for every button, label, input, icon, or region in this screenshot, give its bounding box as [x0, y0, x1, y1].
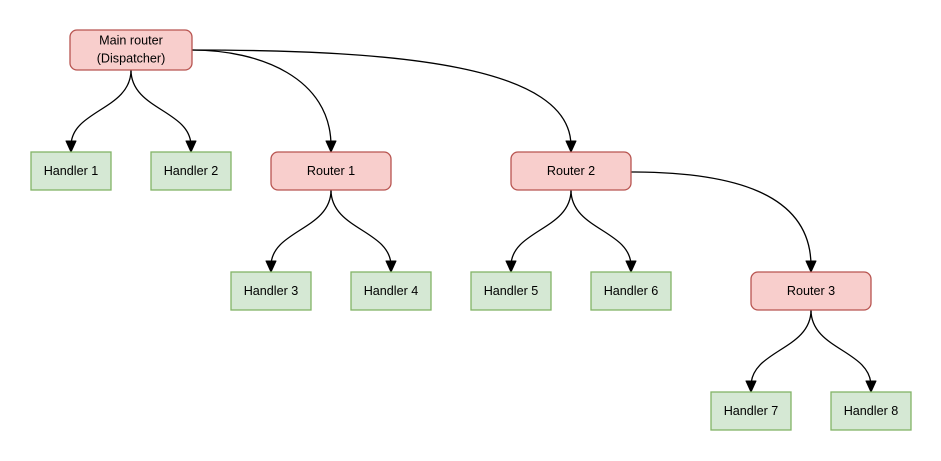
node-handler-5[interactable]: Handler 5 — [470, 271, 552, 311]
edge-router-2-to-handler-6 — [570, 189, 637, 273]
edge-router-1-to-handler-3 — [265, 189, 332, 273]
node-router-2[interactable]: Router 2 — [510, 151, 632, 191]
edge-line — [270, 189, 332, 267]
arrow-head-icon — [745, 380, 757, 393]
edge-main-to-handler-2 — [130, 69, 197, 153]
node-handler-3[interactable]: Handler 3 — [230, 271, 312, 311]
edge-line — [630, 171, 812, 267]
arrow-head-icon — [265, 260, 277, 273]
node-shape-handler[interactable] — [350, 271, 432, 311]
edge-router-3-to-handler-7 — [745, 309, 812, 393]
arrow-head-icon — [865, 380, 877, 393]
node-router-3[interactable]: Router 3 — [750, 271, 872, 311]
edge-main-to-router-2 — [191, 49, 577, 153]
node-handler-7[interactable]: Handler 7 — [710, 391, 792, 431]
edge-line — [510, 189, 572, 267]
edge-line — [191, 49, 332, 147]
arrow-head-icon — [505, 260, 517, 273]
edge-router-1-to-handler-4 — [330, 189, 397, 273]
edge-main-to-handler-1 — [65, 69, 132, 153]
node-router-1[interactable]: Router 1 — [270, 151, 392, 191]
node-shape-handler[interactable] — [150, 151, 232, 191]
node-handler-4[interactable]: Handler 4 — [350, 271, 432, 311]
node-shape-router[interactable] — [69, 29, 193, 71]
node-shape-handler[interactable] — [830, 391, 912, 431]
node-main-router[interactable]: Main router(Dispatcher) — [69, 29, 193, 71]
node-handler-1[interactable]: Handler 1 — [30, 151, 112, 191]
arrow-head-icon — [325, 140, 337, 153]
arrow-head-icon — [185, 140, 197, 153]
edge-line — [750, 309, 812, 387]
nodes-layer: Main router(Dispatcher) Handler 1 Handler … — [30, 29, 912, 431]
edge-line — [191, 49, 572, 147]
edge-line — [130, 69, 192, 147]
node-shape-router[interactable] — [750, 271, 872, 311]
edge-line — [70, 69, 132, 147]
node-shape-router[interactable] — [510, 151, 632, 191]
node-shape-handler[interactable] — [590, 271, 672, 311]
node-shape-handler[interactable] — [30, 151, 112, 191]
edge-line — [330, 189, 392, 267]
node-handler-8[interactable]: Handler 8 — [830, 391, 912, 431]
arrow-head-icon — [385, 260, 397, 273]
arrow-head-icon — [565, 140, 577, 153]
edge-router-2-to-handler-5 — [505, 189, 572, 273]
node-handler-2[interactable]: Handler 2 — [150, 151, 232, 191]
node-shape-handler[interactable] — [710, 391, 792, 431]
node-shape-router[interactable] — [270, 151, 392, 191]
edge-line — [810, 309, 872, 387]
arrow-head-icon — [625, 260, 637, 273]
edges-layer — [65, 49, 877, 393]
node-handler-6[interactable]: Handler 6 — [590, 271, 672, 311]
arrow-head-icon — [65, 140, 77, 153]
edge-router-2-to-router-3 — [630, 171, 817, 273]
node-shape-handler[interactable] — [230, 271, 312, 311]
edge-router-3-to-handler-8 — [810, 309, 877, 393]
node-shape-handler[interactable] — [470, 271, 552, 311]
edge-main-to-router-1 — [191, 49, 337, 153]
arrow-head-icon — [805, 260, 817, 273]
edge-line — [570, 189, 632, 267]
